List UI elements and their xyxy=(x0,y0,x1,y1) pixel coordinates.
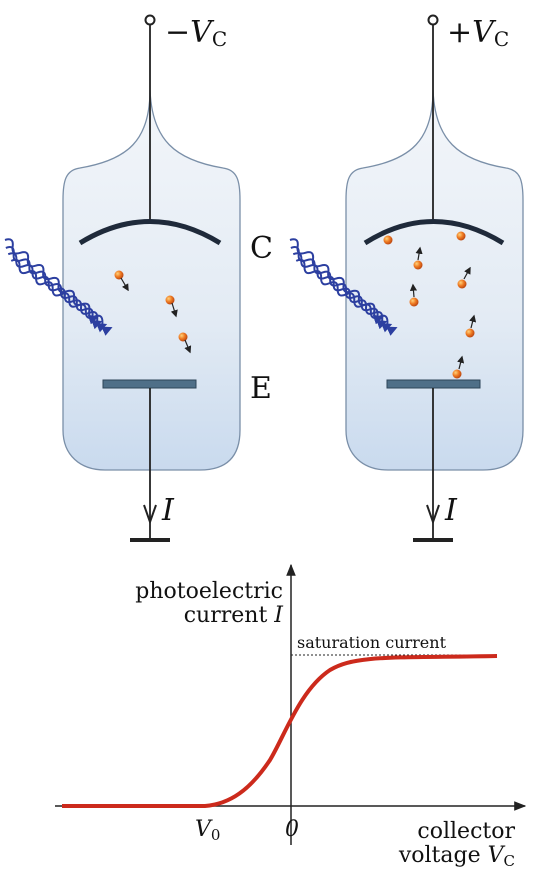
right-tube-glass xyxy=(345,89,524,471)
left-photon-beams xyxy=(4,238,113,336)
left-tube: −VC C E I xyxy=(4,14,273,542)
right-photon-beams xyxy=(289,238,398,336)
right-tube: +VC I xyxy=(289,14,524,542)
x-axis-label-line2: voltage VC xyxy=(398,843,515,869)
left-emitter-plate xyxy=(102,379,197,389)
electron xyxy=(465,328,475,338)
electron xyxy=(452,369,462,379)
left-terminal xyxy=(144,14,156,26)
electron xyxy=(114,270,124,280)
right-current-label: I xyxy=(444,493,458,528)
right-collector-plate xyxy=(363,219,505,246)
electron xyxy=(178,332,188,342)
electron xyxy=(456,231,466,241)
left-current-label: I xyxy=(161,493,175,528)
right-terminal xyxy=(427,14,439,26)
current-voltage-graph: photoelectric current I saturation curre… xyxy=(55,563,527,869)
saturation-label: saturation current xyxy=(297,633,447,652)
left-collector-plate xyxy=(78,219,222,246)
x-axis-label-line1: collector xyxy=(417,819,515,844)
right-current-arrow-icon xyxy=(426,504,440,526)
right-emitter-plate xyxy=(386,379,481,389)
emitter-label: E xyxy=(250,371,272,406)
electron xyxy=(165,295,175,305)
electron xyxy=(409,297,419,307)
left-voltage-label: −VC xyxy=(165,15,227,51)
right-voltage-label: +VC xyxy=(447,15,509,51)
photocurrent-curve xyxy=(62,654,498,808)
left-electrons xyxy=(114,270,192,354)
v0-label: V0 xyxy=(195,817,220,844)
y-axis-label-line1: photoelectric xyxy=(135,579,283,604)
electron xyxy=(457,279,467,289)
collector-label: C xyxy=(250,231,273,266)
electron xyxy=(383,235,393,245)
electron xyxy=(413,260,423,270)
left-current-arrow-icon xyxy=(143,504,157,526)
right-electrons xyxy=(383,231,477,379)
y-axis-label-line2: current I xyxy=(184,603,285,628)
left-tube-glass xyxy=(62,89,241,471)
origin-label: 0 xyxy=(285,817,299,842)
